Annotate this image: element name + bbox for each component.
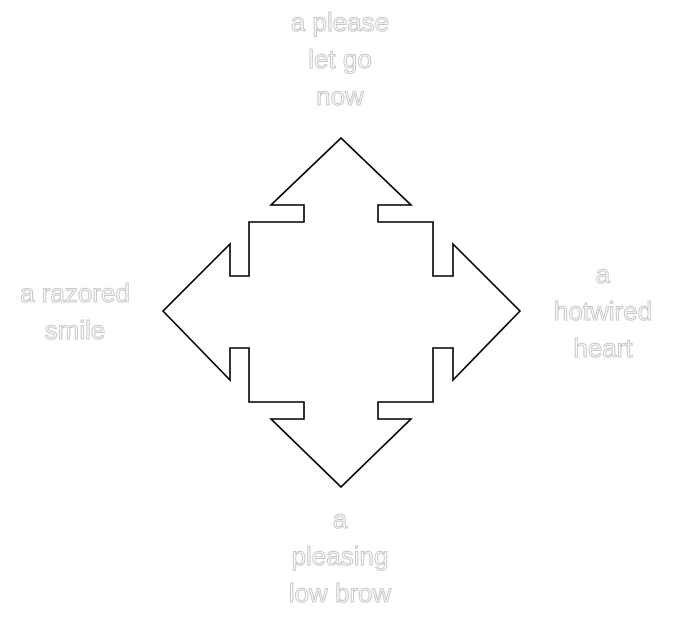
label-right-line-1: a (595, 259, 611, 290)
label-top-line-2: let go (308, 44, 373, 75)
label-bottom-line-2: pleasing (291, 541, 389, 572)
label-right: a hotwired heart (530, 256, 675, 367)
label-top-line-1: a please (290, 7, 390, 38)
label-bottom-line-1: a (332, 504, 348, 535)
label-left-line-2: smile (44, 315, 106, 346)
four-way-arrow-outline (161, 136, 522, 489)
label-top-line-3: now (316, 81, 365, 112)
label-top: a please let go now (240, 4, 440, 115)
label-bottom: a pleasing low brow (240, 501, 440, 612)
label-left-line-1: a razored (20, 278, 131, 309)
label-left: a razored smile (0, 275, 150, 349)
label-right-line-3: heart (573, 333, 633, 364)
label-bottom-line-3: low brow (288, 578, 392, 609)
label-right-line-2: hotwired (553, 296, 653, 327)
